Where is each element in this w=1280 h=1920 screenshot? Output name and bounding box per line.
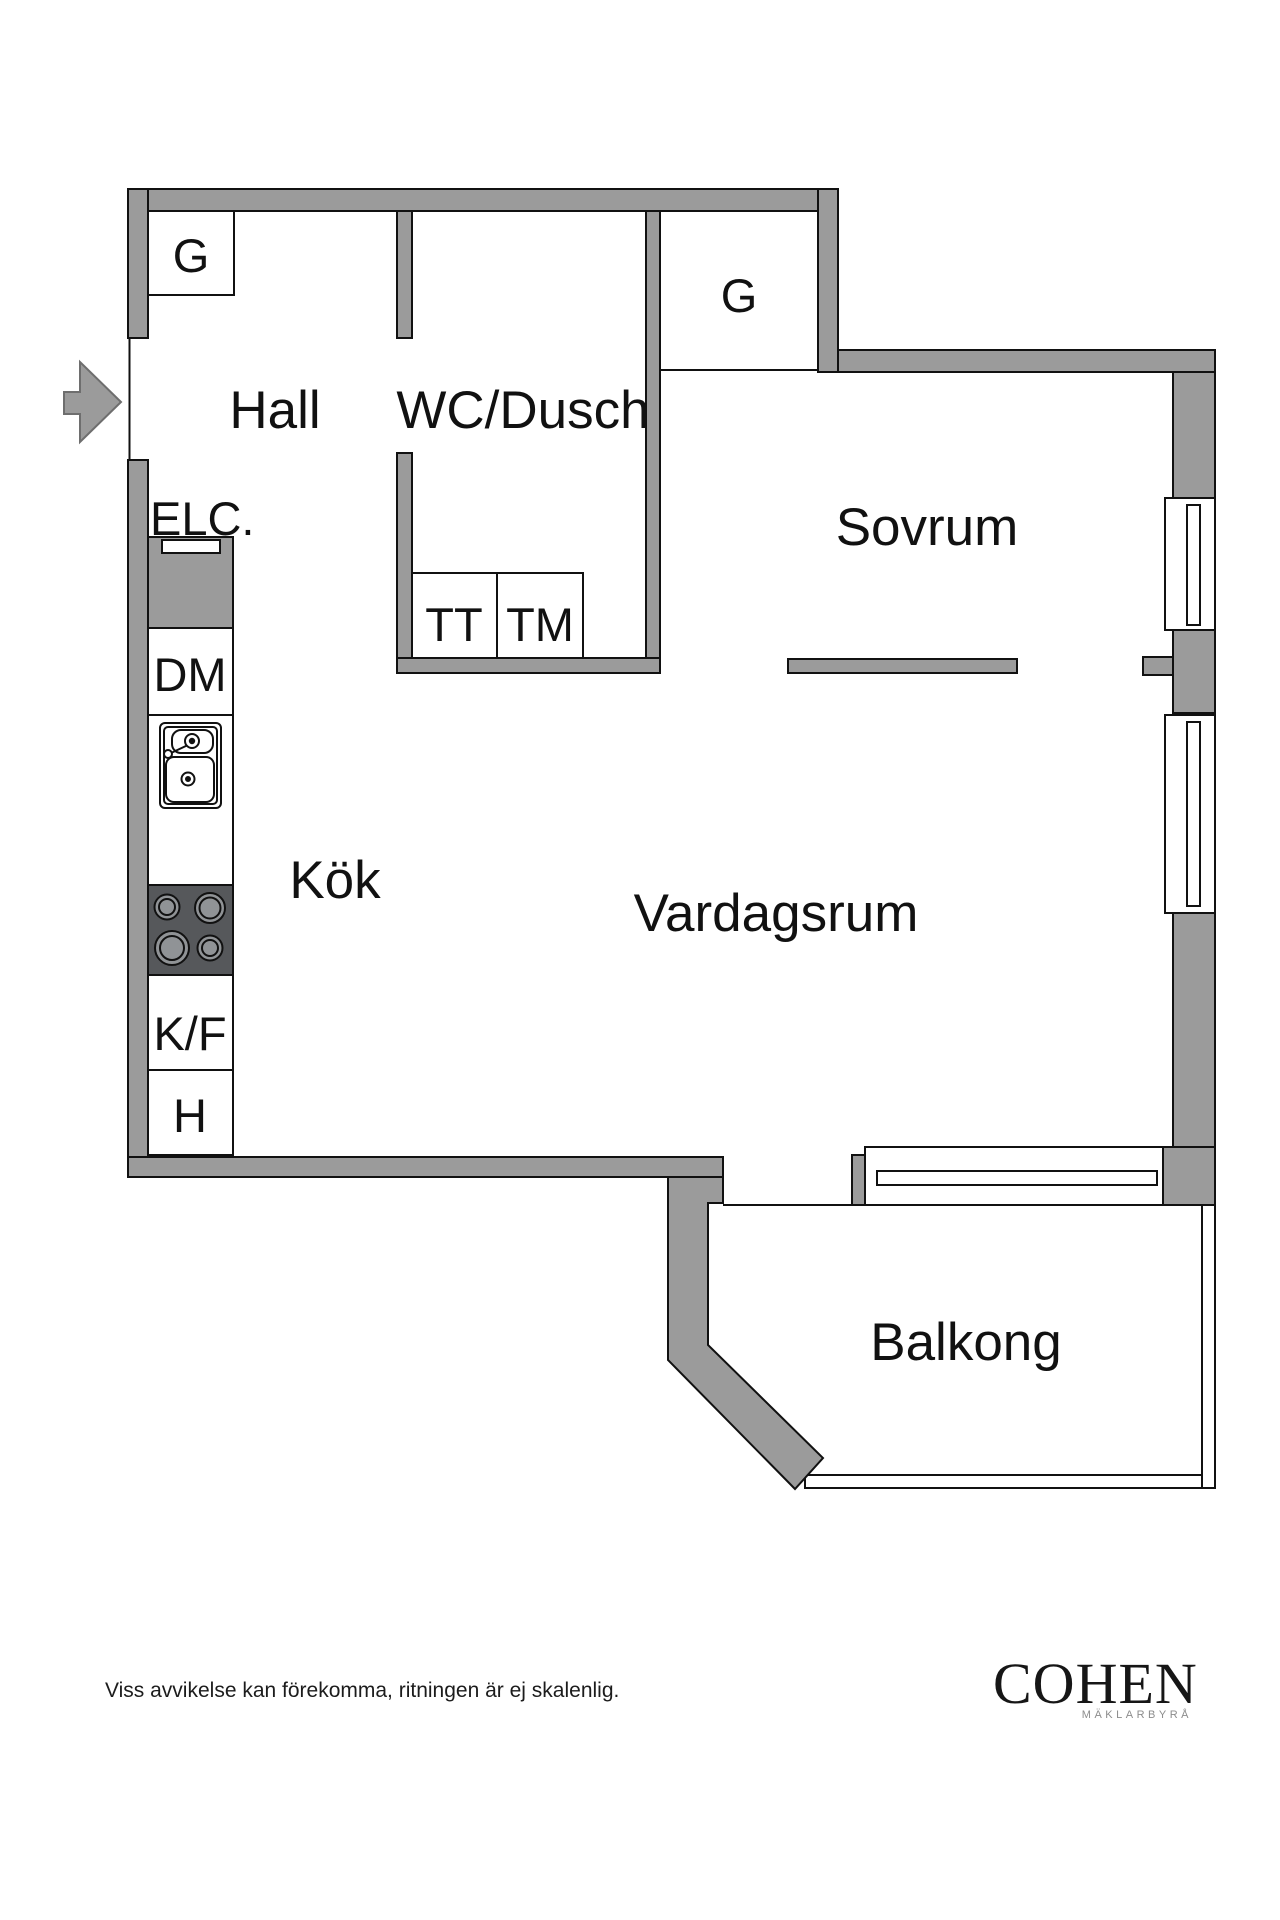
thin-lines xyxy=(128,211,852,1206)
disclaimer-text: Viss avvikelse kan förekomma, ritningen … xyxy=(105,1679,619,1702)
kitchen-sink xyxy=(159,722,222,809)
hall-closet-outline xyxy=(148,211,235,296)
dishwasher-box xyxy=(147,627,234,716)
dryer-label: TT xyxy=(425,598,482,651)
walls xyxy=(127,188,1216,1491)
wall-balcony-diagonal xyxy=(667,1176,825,1491)
wall-step-right-of-closet xyxy=(817,188,839,373)
wall-right-upper xyxy=(1172,371,1216,499)
windows xyxy=(864,497,1216,1206)
brand-subtitle: MÄKLARBYRÅ xyxy=(1082,1708,1192,1721)
wall-left-lower xyxy=(127,459,149,1158)
wall-right-lower xyxy=(1172,912,1216,1148)
burner-ring-1 xyxy=(158,898,176,916)
kitchen-label: Kök xyxy=(289,851,381,910)
faucet-knob xyxy=(163,749,173,759)
fridge-freezer-box xyxy=(147,974,234,1071)
wall-balcony-door-stub xyxy=(851,1154,866,1206)
washer-label: TM xyxy=(506,598,574,651)
bedroom-closet-label: G xyxy=(721,269,758,322)
living-label: Vardagsrum xyxy=(634,884,919,943)
elc-shaft-notch xyxy=(161,539,221,554)
bedroom-label: Sovrum xyxy=(836,498,1019,557)
dishwasher-label: DM xyxy=(153,648,226,701)
wall-left-upper xyxy=(127,188,149,339)
wall-top xyxy=(127,188,839,212)
brand-logo: COHEN xyxy=(993,1651,1198,1716)
fridge-freezer-label: K/F xyxy=(153,1007,226,1060)
faucet-dot xyxy=(188,737,196,745)
burner-ring-2 xyxy=(198,896,222,920)
wall-bottom xyxy=(127,1156,724,1178)
wall-hall-wc-upper xyxy=(396,210,413,339)
burner-ring-4 xyxy=(201,939,219,957)
hall-label: Hall xyxy=(229,381,320,440)
cupboard-label: H xyxy=(173,1089,207,1142)
faucet-lever xyxy=(170,744,189,754)
balcony-railing-right xyxy=(1201,1204,1216,1489)
wall-right-pillar xyxy=(1172,629,1216,714)
wc-label: WC/Dusch xyxy=(396,381,649,440)
cupboard-box xyxy=(147,1069,234,1156)
entrance-arrow-icon xyxy=(63,359,123,445)
bedroom-window-glazing xyxy=(1186,504,1201,626)
stove xyxy=(147,884,234,976)
wall-divider-stub-right xyxy=(1142,656,1174,676)
living-window-glazing xyxy=(1186,721,1201,907)
elc-label: ELC. xyxy=(150,492,255,545)
wall-wc-bottom xyxy=(396,657,661,674)
sink-drain-dot xyxy=(185,776,191,782)
wall-bedroom-top xyxy=(837,349,1216,373)
wall-hall-wc-lower xyxy=(396,452,413,674)
wall-wc-right xyxy=(645,210,661,674)
dryer-box xyxy=(411,572,498,659)
burner-ring-3 xyxy=(159,935,185,961)
balcony-door-glazing xyxy=(876,1170,1158,1186)
wall-right-balcony-corner xyxy=(1162,1146,1216,1206)
balcony-railing-bottom xyxy=(804,1474,1216,1489)
washer-box xyxy=(496,572,584,659)
wall-bedroom-living-divider xyxy=(787,658,1018,674)
balcony-label: Balkong xyxy=(870,1313,1062,1372)
hall-closet-label: G xyxy=(173,229,210,282)
